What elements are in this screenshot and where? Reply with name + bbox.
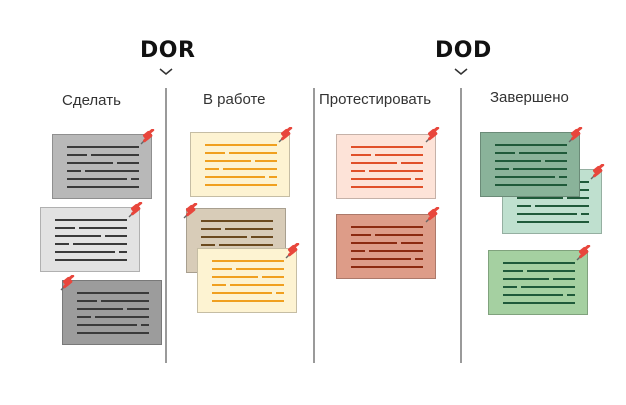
pushpin-icon <box>278 127 293 143</box>
pushpin-icon <box>590 164 605 180</box>
note-text-lines <box>503 262 575 304</box>
dor-label: DOR <box>140 38 196 63</box>
column-divider <box>460 88 462 363</box>
note-text-lines <box>495 144 567 186</box>
note-text-lines <box>67 146 139 188</box>
column-title-testing: Протестировать <box>319 91 432 108</box>
sticky-note[interactable] <box>40 207 140 272</box>
sticky-note[interactable] <box>190 132 290 197</box>
pushpin-icon <box>285 243 300 259</box>
sticky-note[interactable] <box>336 214 436 279</box>
note-text-lines <box>351 146 423 188</box>
pushpin-icon <box>425 127 440 143</box>
pushpin-icon <box>183 203 198 219</box>
sticky-note[interactable] <box>336 134 436 199</box>
note-text-lines <box>77 292 149 334</box>
dod-chevron-icon <box>454 68 468 75</box>
sticky-note[interactable] <box>488 250 588 315</box>
column-divider <box>165 88 167 363</box>
note-text-lines <box>205 144 277 186</box>
pushpin-icon <box>425 207 440 223</box>
sticky-note[interactable] <box>197 248 297 313</box>
note-text-lines <box>55 219 127 261</box>
column-title-todo: Сделать <box>62 92 121 109</box>
dor-chevron-icon <box>159 68 173 75</box>
pushpin-icon <box>60 275 75 291</box>
pushpin-icon <box>568 127 583 143</box>
note-text-lines <box>351 226 423 268</box>
sticky-note[interactable] <box>52 134 152 199</box>
dod-label: DOD <box>435 38 492 63</box>
pushpin-icon <box>128 202 143 218</box>
sticky-note[interactable] <box>62 280 162 345</box>
sticky-note[interactable] <box>480 132 580 197</box>
column-title-done: Завершено <box>490 89 569 106</box>
column-divider <box>313 88 315 363</box>
column-title-in-progress: В работе <box>203 91 266 108</box>
pushpin-icon <box>140 129 155 145</box>
pushpin-icon <box>576 245 591 261</box>
note-text-lines <box>212 260 284 302</box>
